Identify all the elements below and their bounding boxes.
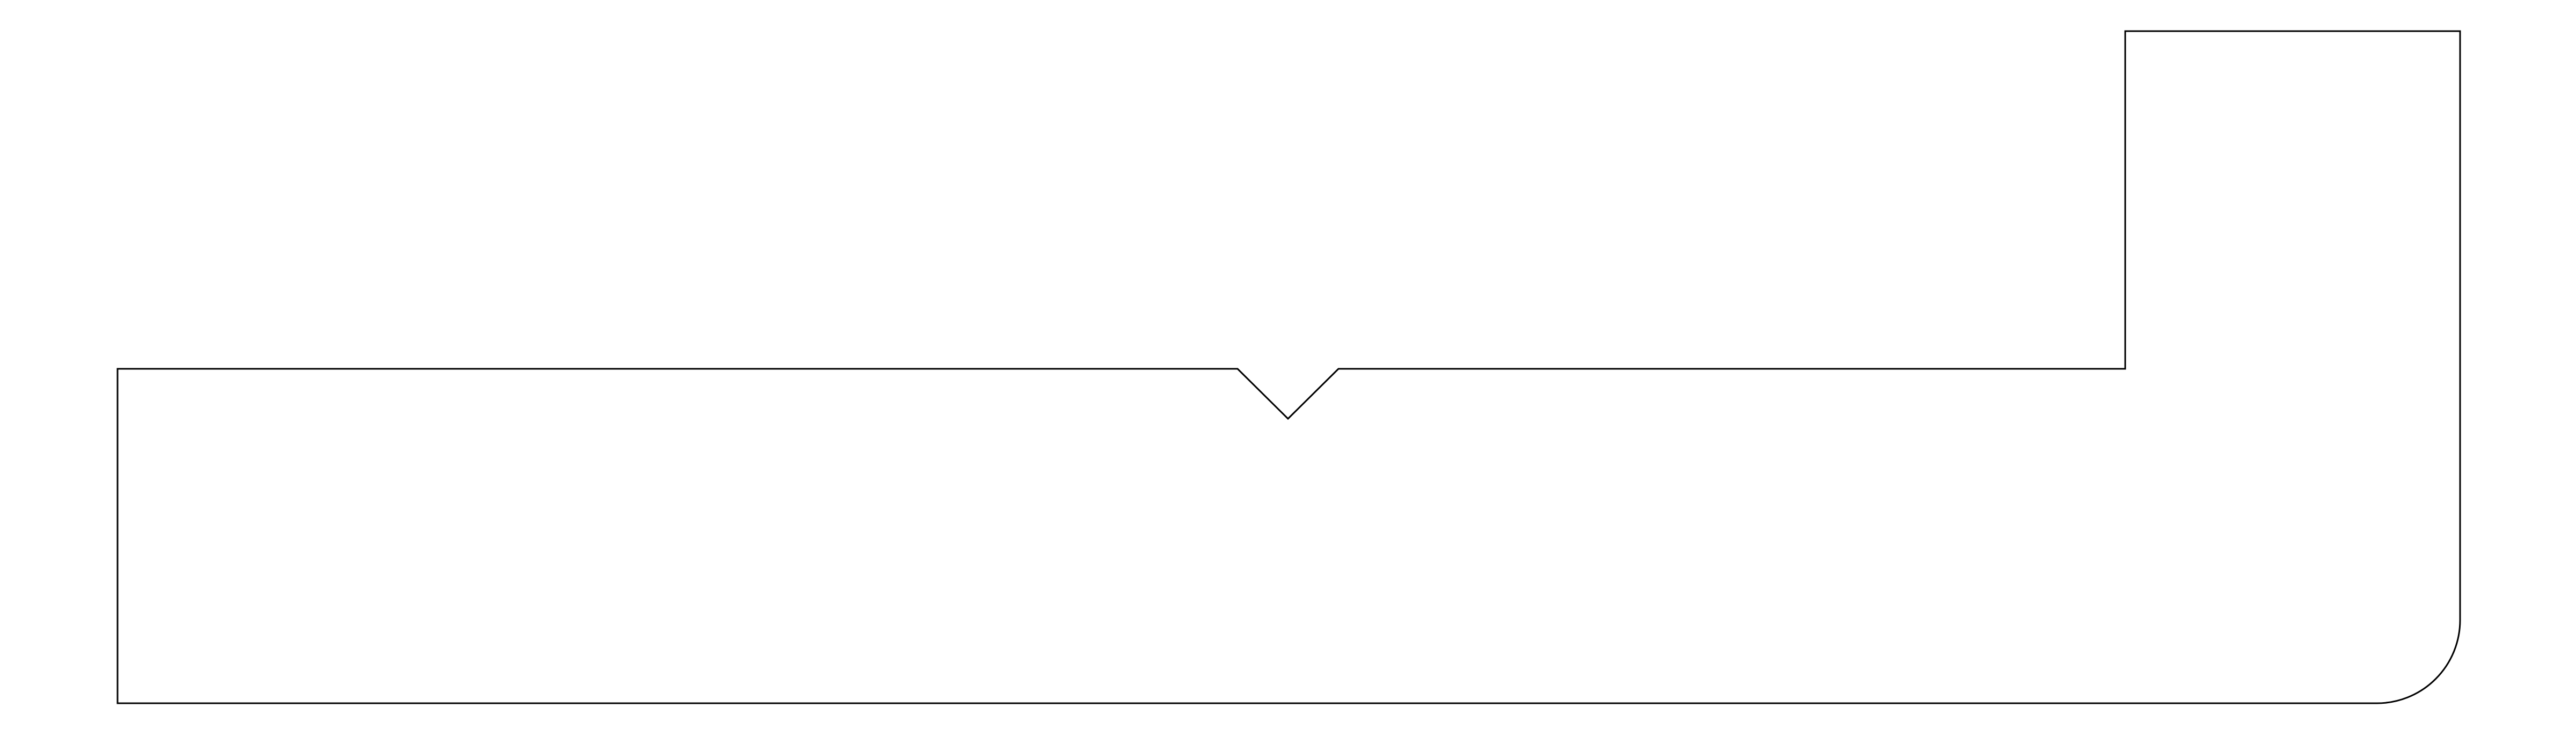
part-outline	[116, 30, 2461, 704]
